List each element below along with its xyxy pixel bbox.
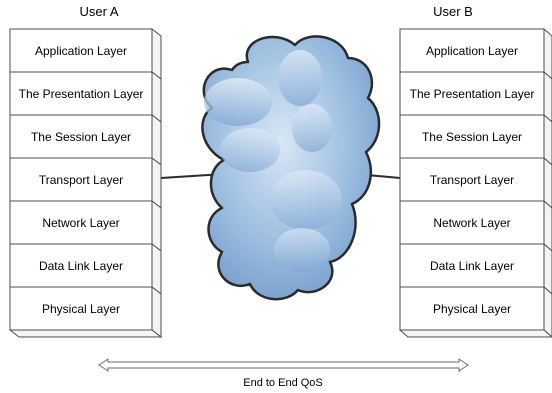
user-b-layer-application-label: Application Layer: [426, 44, 518, 58]
cloud-puff: [278, 50, 322, 106]
user-b-layer-presentation: The Presentation Layer: [399, 70, 552, 123]
user-a-layer-transport: Transport Layer: [9, 156, 162, 210]
qos-label: End to End QoS: [243, 377, 323, 389]
user-b-layer-transport: Transport Layer: [399, 156, 552, 209]
user-b-layer-physical-label: Physical Layer: [433, 302, 511, 316]
cloud-puff: [204, 78, 272, 126]
user-a-layer-presentation-label: The Presentation Layer: [19, 87, 144, 101]
user-a-layer-application-label: Application Layer: [35, 44, 127, 58]
user-b-layer-presentation-label: The Presentation Layer: [410, 87, 535, 101]
user-a-layer-physical-label: Physical Layer: [42, 302, 120, 316]
user-a-layer-session: The Session Layer: [9, 113, 162, 167]
qos-arrow: [98, 358, 469, 372]
cloud-puff: [220, 128, 280, 172]
user-a-layer-data-link-label: Data Link Layer: [39, 259, 123, 273]
cloud-puff: [274, 228, 330, 272]
user-b-title: User B: [433, 4, 473, 19]
user-b-stack: Application Layer The Presentation Layer…: [398, 27, 552, 338]
user-b-layer-network-label: Network Layer: [433, 216, 510, 230]
user-a-layer-transport-label: Transport Layer: [39, 173, 123, 187]
user-a-title: User A: [79, 4, 118, 19]
cloud-puff: [270, 170, 342, 230]
user-b-layer-data-link: Data Link Layer: [399, 242, 552, 295]
cloud-icon: [201, 35, 381, 301]
user-b-layer-transport-label: Transport Layer: [430, 173, 514, 187]
user-b-layer-application: Application Layer: [399, 27, 552, 80]
user-a-layer-session-label: The Session Layer: [31, 130, 131, 144]
user-a-layer-data-link: Data Link Layer: [9, 242, 162, 296]
user-b-layer-network: Network Layer: [399, 199, 552, 252]
user-a-layer-network-label: Network Layer: [42, 216, 119, 230]
user-b-layer-session: The Session Layer: [399, 113, 552, 166]
user-b-layer-session-label: The Session Layer: [422, 130, 522, 144]
user-a-layer-application: Application Layer: [9, 27, 162, 81]
user-a-stack: Application Layer The Presentation Layer…: [8, 27, 163, 339]
cloud-puff: [292, 104, 332, 152]
user-a-layer-physical: Physical Layer: [8, 285, 163, 339]
user-b-layer-physical: Physical Layer: [398, 285, 552, 338]
user-b-layer-data-link-label: Data Link Layer: [430, 259, 514, 273]
